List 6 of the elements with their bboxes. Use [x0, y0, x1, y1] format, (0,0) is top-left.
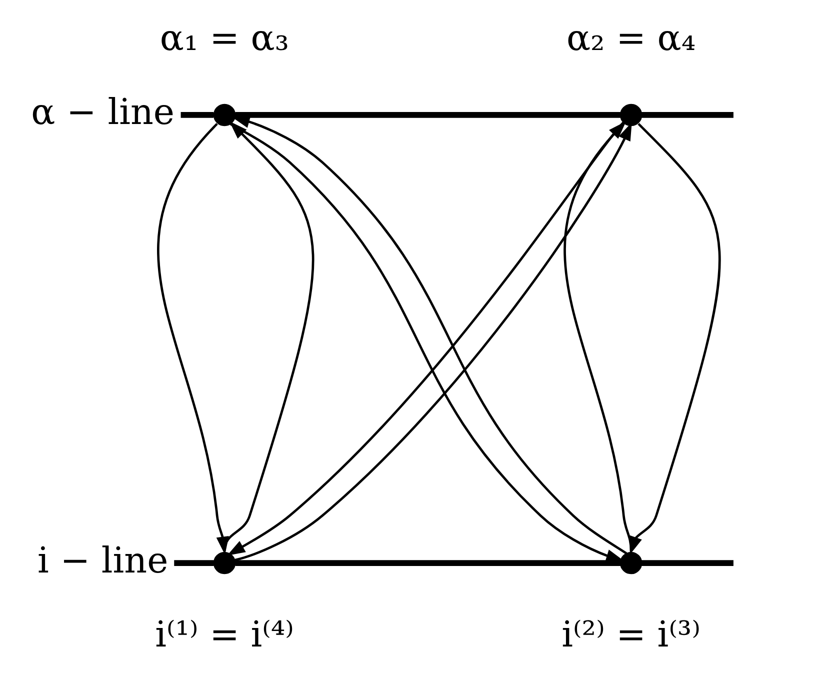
node-label: i⁽¹⁾ = i⁽⁴⁾ [154, 614, 294, 656]
node-label: i⁽²⁾ = i⁽³⁾ [561, 614, 700, 656]
node-text: α − line [30, 92, 174, 134]
node-label: α₁ = α₃ [159, 18, 289, 59]
node-label: α₂ = α₄ [566, 18, 696, 59]
node-text: i − line [37, 540, 168, 582]
